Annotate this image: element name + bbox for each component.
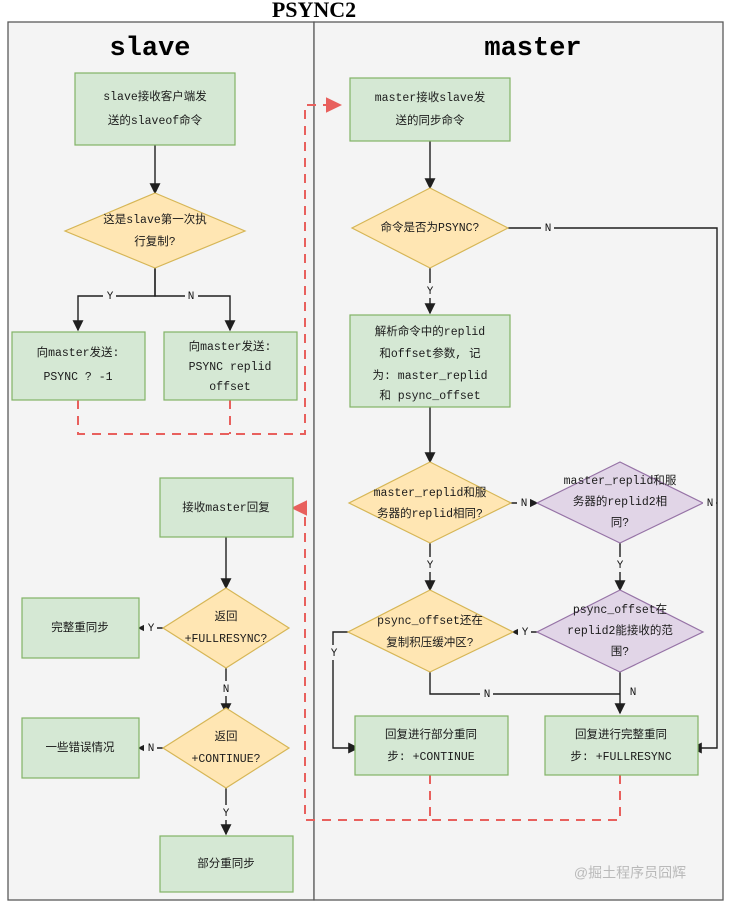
node-label: +FULLRESYNC? <box>185 633 268 646</box>
edge-label-slave-first-no: N <box>185 288 198 303</box>
edge-label-slave-fullresync-yes: Y <box>144 620 157 635</box>
node-label: 行复制? <box>134 235 175 249</box>
edge-label: N <box>707 498 714 510</box>
edge-label: N <box>484 689 491 701</box>
edge-label: N <box>521 498 528 510</box>
edge-master-backlog-no <box>429 672 620 695</box>
node-label: 同? <box>611 517 629 530</box>
node-label: master_replid和服 <box>564 474 677 488</box>
edge-label-slave-continue-yes: Y <box>219 805 232 820</box>
node-label: master_replid和服 <box>374 486 487 500</box>
node-master-reply-fullresync[interactable]: 回复进行完整重同 步: +FULLRESYNC <box>544 715 699 776</box>
edge-label: N <box>545 223 552 235</box>
node-label: 回复进行完整重同 <box>575 727 667 742</box>
node-label: 和offset参数, 记 <box>379 346 481 361</box>
node-label: 送的同步命令 <box>396 113 465 128</box>
node-label: PSYNC replid <box>189 361 272 374</box>
node-label: 务器的replid2相 <box>573 494 667 509</box>
edge-label-master-replid2match-no: N <box>703 496 716 511</box>
lane-title-slave: slave <box>109 34 190 64</box>
node-master-recv-cmd[interactable]: master接收slave发 送的同步命令 <box>349 77 511 142</box>
edge-label-master-ispsync-yes: Y <box>424 283 437 298</box>
node-label: 这是slave第一次执 <box>103 212 207 227</box>
node-label: 解析命令中的replid <box>375 324 485 339</box>
node-label: 返回 <box>215 610 238 624</box>
node-master-replid-match[interactable]: master_replid和服 务器的replid相同? <box>347 461 513 544</box>
node-label: 务器的replid相同? <box>377 506 483 521</box>
node-master-parse[interactable]: 解析命令中的replid 和offset参数, 记 为: master_repl… <box>349 314 511 408</box>
node-label: replid2能接收的范 <box>567 623 673 638</box>
node-label: psync_offset在 <box>573 603 667 617</box>
edge-label-slave-continue-no: N <box>144 740 157 755</box>
edge-label-master-replidmatch-no: N <box>517 496 530 511</box>
edge-label-master-backlog-no: N <box>480 687 493 702</box>
node-slave-recv-reply[interactable]: 接收master回复 <box>159 477 294 538</box>
node-master-offset-in-backlog[interactable]: psync_offset还在 复制积压缓冲区? <box>346 589 515 673</box>
edge-label-master-replid2match-yes: Y <box>614 557 627 572</box>
node-label: 送的slaveof命令 <box>108 113 203 128</box>
node-label: 步: +FULLRESYNC <box>570 750 671 764</box>
node-master-offset-in-replid2[interactable]: psync_offset在 replid2能接收的范 围? <box>535 589 705 673</box>
edge-label: N <box>188 291 195 303</box>
node-label: PSYNC ? -1 <box>43 371 112 384</box>
node-slave-send-psync-full[interactable]: 向master发送: PSYNC ? -1 <box>11 331 146 401</box>
edge-label-master-ispsync-no: N <box>541 220 554 235</box>
edge-dashed-reply-continue-back <box>291 500 431 821</box>
node-slave-is-continue[interactable]: 返回 +CONTINUE? <box>161 707 291 789</box>
edge-label-master-replid2range-yes: Y <box>518 624 531 639</box>
node-slave-errors[interactable]: 一些错误情况 <box>21 717 140 779</box>
edge-dashed-psync-full-out <box>77 97 342 435</box>
edge-label: N <box>630 687 637 699</box>
node-label: 完整重同步 <box>51 620 109 635</box>
node-label: +CONTINUE? <box>191 753 260 766</box>
node-label: 和 psync_offset <box>379 389 480 403</box>
node-label: 向master发送: <box>189 339 272 354</box>
node-label: 命令是否为PSYNC? <box>381 220 480 235</box>
node-master-is-psync[interactable]: 命令是否为PSYNC? <box>350 187 510 269</box>
node-label: 返回 <box>215 730 238 744</box>
edge-master-backlog-yes <box>332 631 360 754</box>
edge-label: N <box>223 684 230 696</box>
edge-label: Y <box>223 808 230 820</box>
node-slave-full-resync[interactable]: 完整重同步 <box>21 597 140 659</box>
edge-label-slave-fullresync-no: N <box>219 681 232 696</box>
node-slave-partial-resync[interactable]: 部分重同步 <box>159 835 294 893</box>
edge-label: Y <box>107 291 114 303</box>
node-slave-first-repl[interactable]: 这是slave第一次执 行复制? <box>63 192 247 269</box>
node-slave-recv-cmd[interactable]: slave接收客户端发 送的slaveof命令 <box>74 72 236 146</box>
node-label: 向master发送: <box>37 345 120 360</box>
node-slave-is-fullresync[interactable]: 返回 +FULLRESYNC? <box>161 587 291 669</box>
edge-label: N <box>148 743 155 755</box>
node-label: psync_offset还在 <box>377 614 483 628</box>
node-label: 为: master_replid <box>372 369 487 383</box>
edge-label: Y <box>617 560 624 572</box>
chart-title: PSYNC2 <box>272 0 356 22</box>
watermark: @掘土程序员囧辉 <box>574 865 686 881</box>
edge-label: Y <box>522 627 529 639</box>
node-label: 回复进行部分重同 <box>385 727 477 742</box>
node-slave-send-psync-partial[interactable]: 向master发送: PSYNC replid offset <box>163 331 298 401</box>
edge-label-master-backlog-yes: Y <box>327 645 340 660</box>
edge-label: Y <box>148 623 155 635</box>
edge-label-slave-first-yes: Y <box>103 288 116 303</box>
lane-title-master: master <box>484 34 581 64</box>
edge-label: Y <box>427 560 434 572</box>
edge-master-ispsync-no <box>508 227 718 754</box>
edge-label: Y <box>427 286 434 298</box>
edge-label-master-replid2range-no: N <box>626 684 639 699</box>
node-label: 一些错误情况 <box>46 740 115 755</box>
node-label: slave接收客户端发 <box>103 89 207 104</box>
node-label: 围? <box>611 645 629 659</box>
node-label: 接收master回复 <box>182 500 270 515</box>
node-label: master接收slave发 <box>375 90 486 105</box>
node-label: 部分重同步 <box>197 856 255 871</box>
node-master-reply-continue[interactable]: 回复进行部分重同 步: +CONTINUE <box>354 715 509 776</box>
edge-label-master-replidmatch-yes: Y <box>424 557 437 572</box>
node-label: 复制积压缓冲区? <box>386 635 473 650</box>
node-label: 步: +CONTINUE <box>387 750 475 764</box>
node-label: offset <box>209 381 250 394</box>
edge-label: Y <box>331 648 338 660</box>
node-master-replid2-match[interactable]: master_replid和服 务器的replid2相 同? <box>535 461 705 544</box>
